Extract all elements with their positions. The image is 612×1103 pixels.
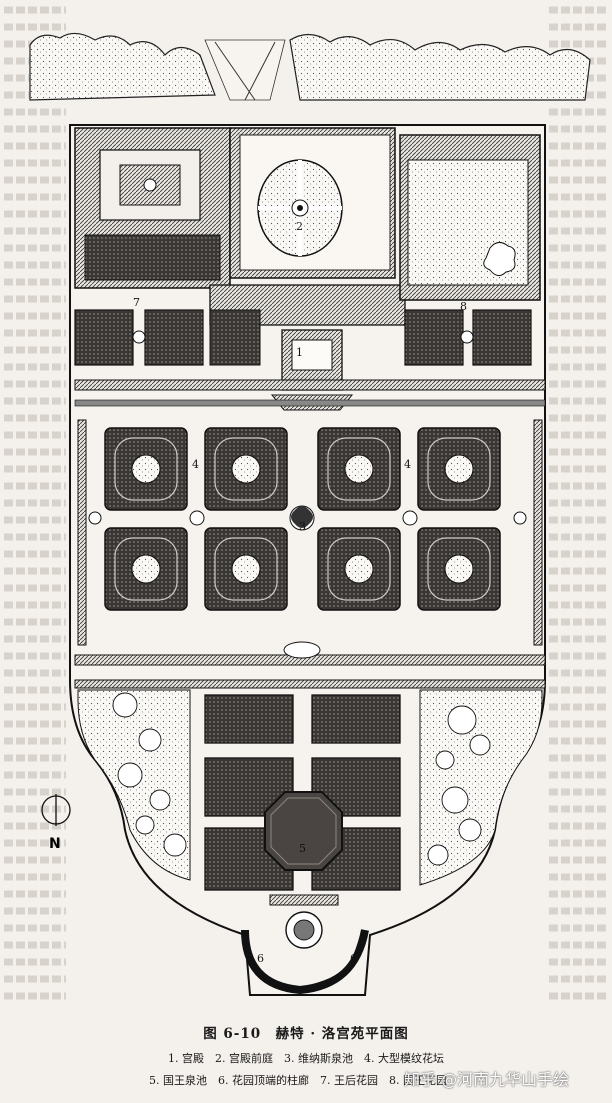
- label-venus-fountain: 3: [299, 520, 306, 533]
- parterre-square: [417, 427, 501, 511]
- garden-plan: 1 2 3 4 4 5 6 6 7 8 N: [29, 32, 591, 996]
- label-parterre-left: 4: [192, 458, 199, 471]
- parterre-square: [317, 527, 401, 611]
- hedge-borders: [74, 379, 546, 689]
- end-colonnade: [241, 894, 369, 995]
- watermark: 知乎 @河南九华山手绘: [404, 1070, 570, 1089]
- label-forecourt: 2: [296, 220, 303, 233]
- plan-labels: 1 2 3 4 4 5 6 6 7 8: [133, 220, 467, 965]
- kings-garden-parterres: [404, 309, 532, 366]
- figure-title: 图 6-10 赫特 · 洛宫苑平面图: [203, 1026, 409, 1042]
- bosquet-right: [419, 689, 543, 886]
- tree-canopy-top: [29, 32, 591, 101]
- parterre-square: [317, 427, 401, 511]
- great-parterres: [104, 427, 501, 611]
- parterre-square: [204, 427, 288, 511]
- label-kings-fountain: 5: [299, 842, 306, 855]
- parterre-square: [204, 527, 288, 611]
- label-parterre-right: 4: [404, 458, 411, 471]
- bosquet-left: [77, 689, 191, 881]
- parterre-square: [104, 527, 188, 611]
- label-colonnade-right: 6: [350, 952, 357, 965]
- label-palace: 1: [296, 346, 303, 359]
- queens-garden-parterres: [74, 309, 261, 366]
- kings-fountain: [264, 791, 343, 871]
- label-queens-garden: 7: [133, 296, 140, 309]
- kings-garden-lawn: [399, 134, 541, 301]
- label-colonnade-left: 6: [257, 952, 264, 965]
- north-letter: N: [49, 836, 61, 852]
- parterre-square: [104, 427, 188, 511]
- venus-fountain: [289, 505, 315, 531]
- north-arrow: N: [41, 794, 71, 852]
- legend-line-1: 1. 宫殿 2. 宫殿前庭 3. 维纳斯泉池 4. 大型模纹花坛: [168, 1052, 444, 1065]
- path-roundels: [88, 510, 527, 659]
- legend-line-2: 5. 国王泉池 6. 花园顶端的柱廊 7. 王后花园 8. 国王花园: [149, 1074, 447, 1087]
- parterre-square: [417, 527, 501, 611]
- palace-forecourt: [239, 134, 391, 271]
- label-kings-garden: 8: [460, 300, 467, 313]
